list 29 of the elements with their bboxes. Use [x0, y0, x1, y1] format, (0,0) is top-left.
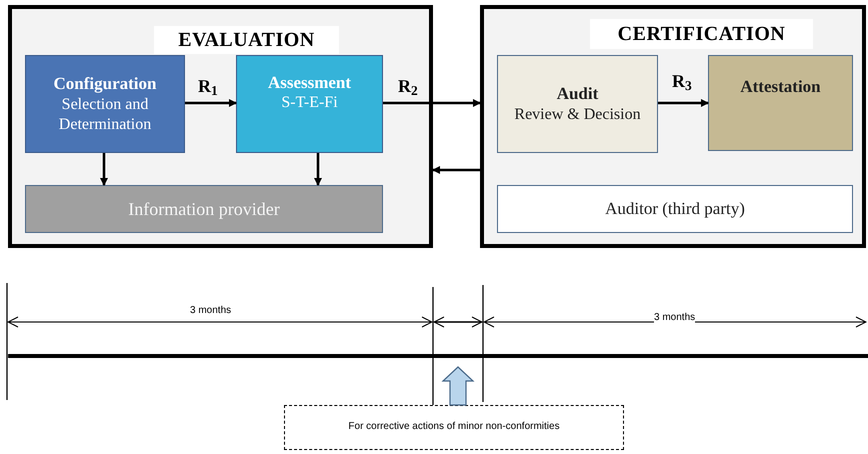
process-box [25, 55, 185, 153]
stage-panel [480, 5, 866, 248]
box-text: Review & Decision [513, 104, 642, 125]
stage-panel [8, 5, 433, 248]
title-patch: CERTIFICATION [590, 19, 813, 49]
box-heading: Assessment [266, 72, 352, 94]
block-arrow [441, 366, 475, 406]
box-heading: For corrective actions of minor non-conformities [347, 421, 561, 434]
box-heading: Attestation [739, 76, 822, 98]
box-heading: Information provider [127, 198, 281, 220]
arrow [383, 99, 481, 107]
arrow [432, 166, 480, 174]
box-text: S-T-E-Fi [280, 93, 339, 114]
process-box [708, 55, 853, 151]
process-box [25, 185, 383, 233]
arrow [314, 153, 322, 186]
title-patch: EVALUATION [154, 26, 339, 54]
box-text: Selection and Determination [58, 94, 152, 135]
process-box [497, 55, 658, 153]
box-heading: Configuration [52, 73, 158, 95]
process-box [497, 185, 853, 233]
box-heading: Audit [556, 83, 600, 105]
duration-label: 3 months [654, 310, 696, 325]
arrow [100, 153, 108, 186]
box-heading: Auditor (third party) [604, 198, 746, 220]
arrow [658, 99, 709, 107]
note-box [284, 405, 624, 450]
process-box [236, 55, 383, 153]
arrow [185, 99, 237, 107]
